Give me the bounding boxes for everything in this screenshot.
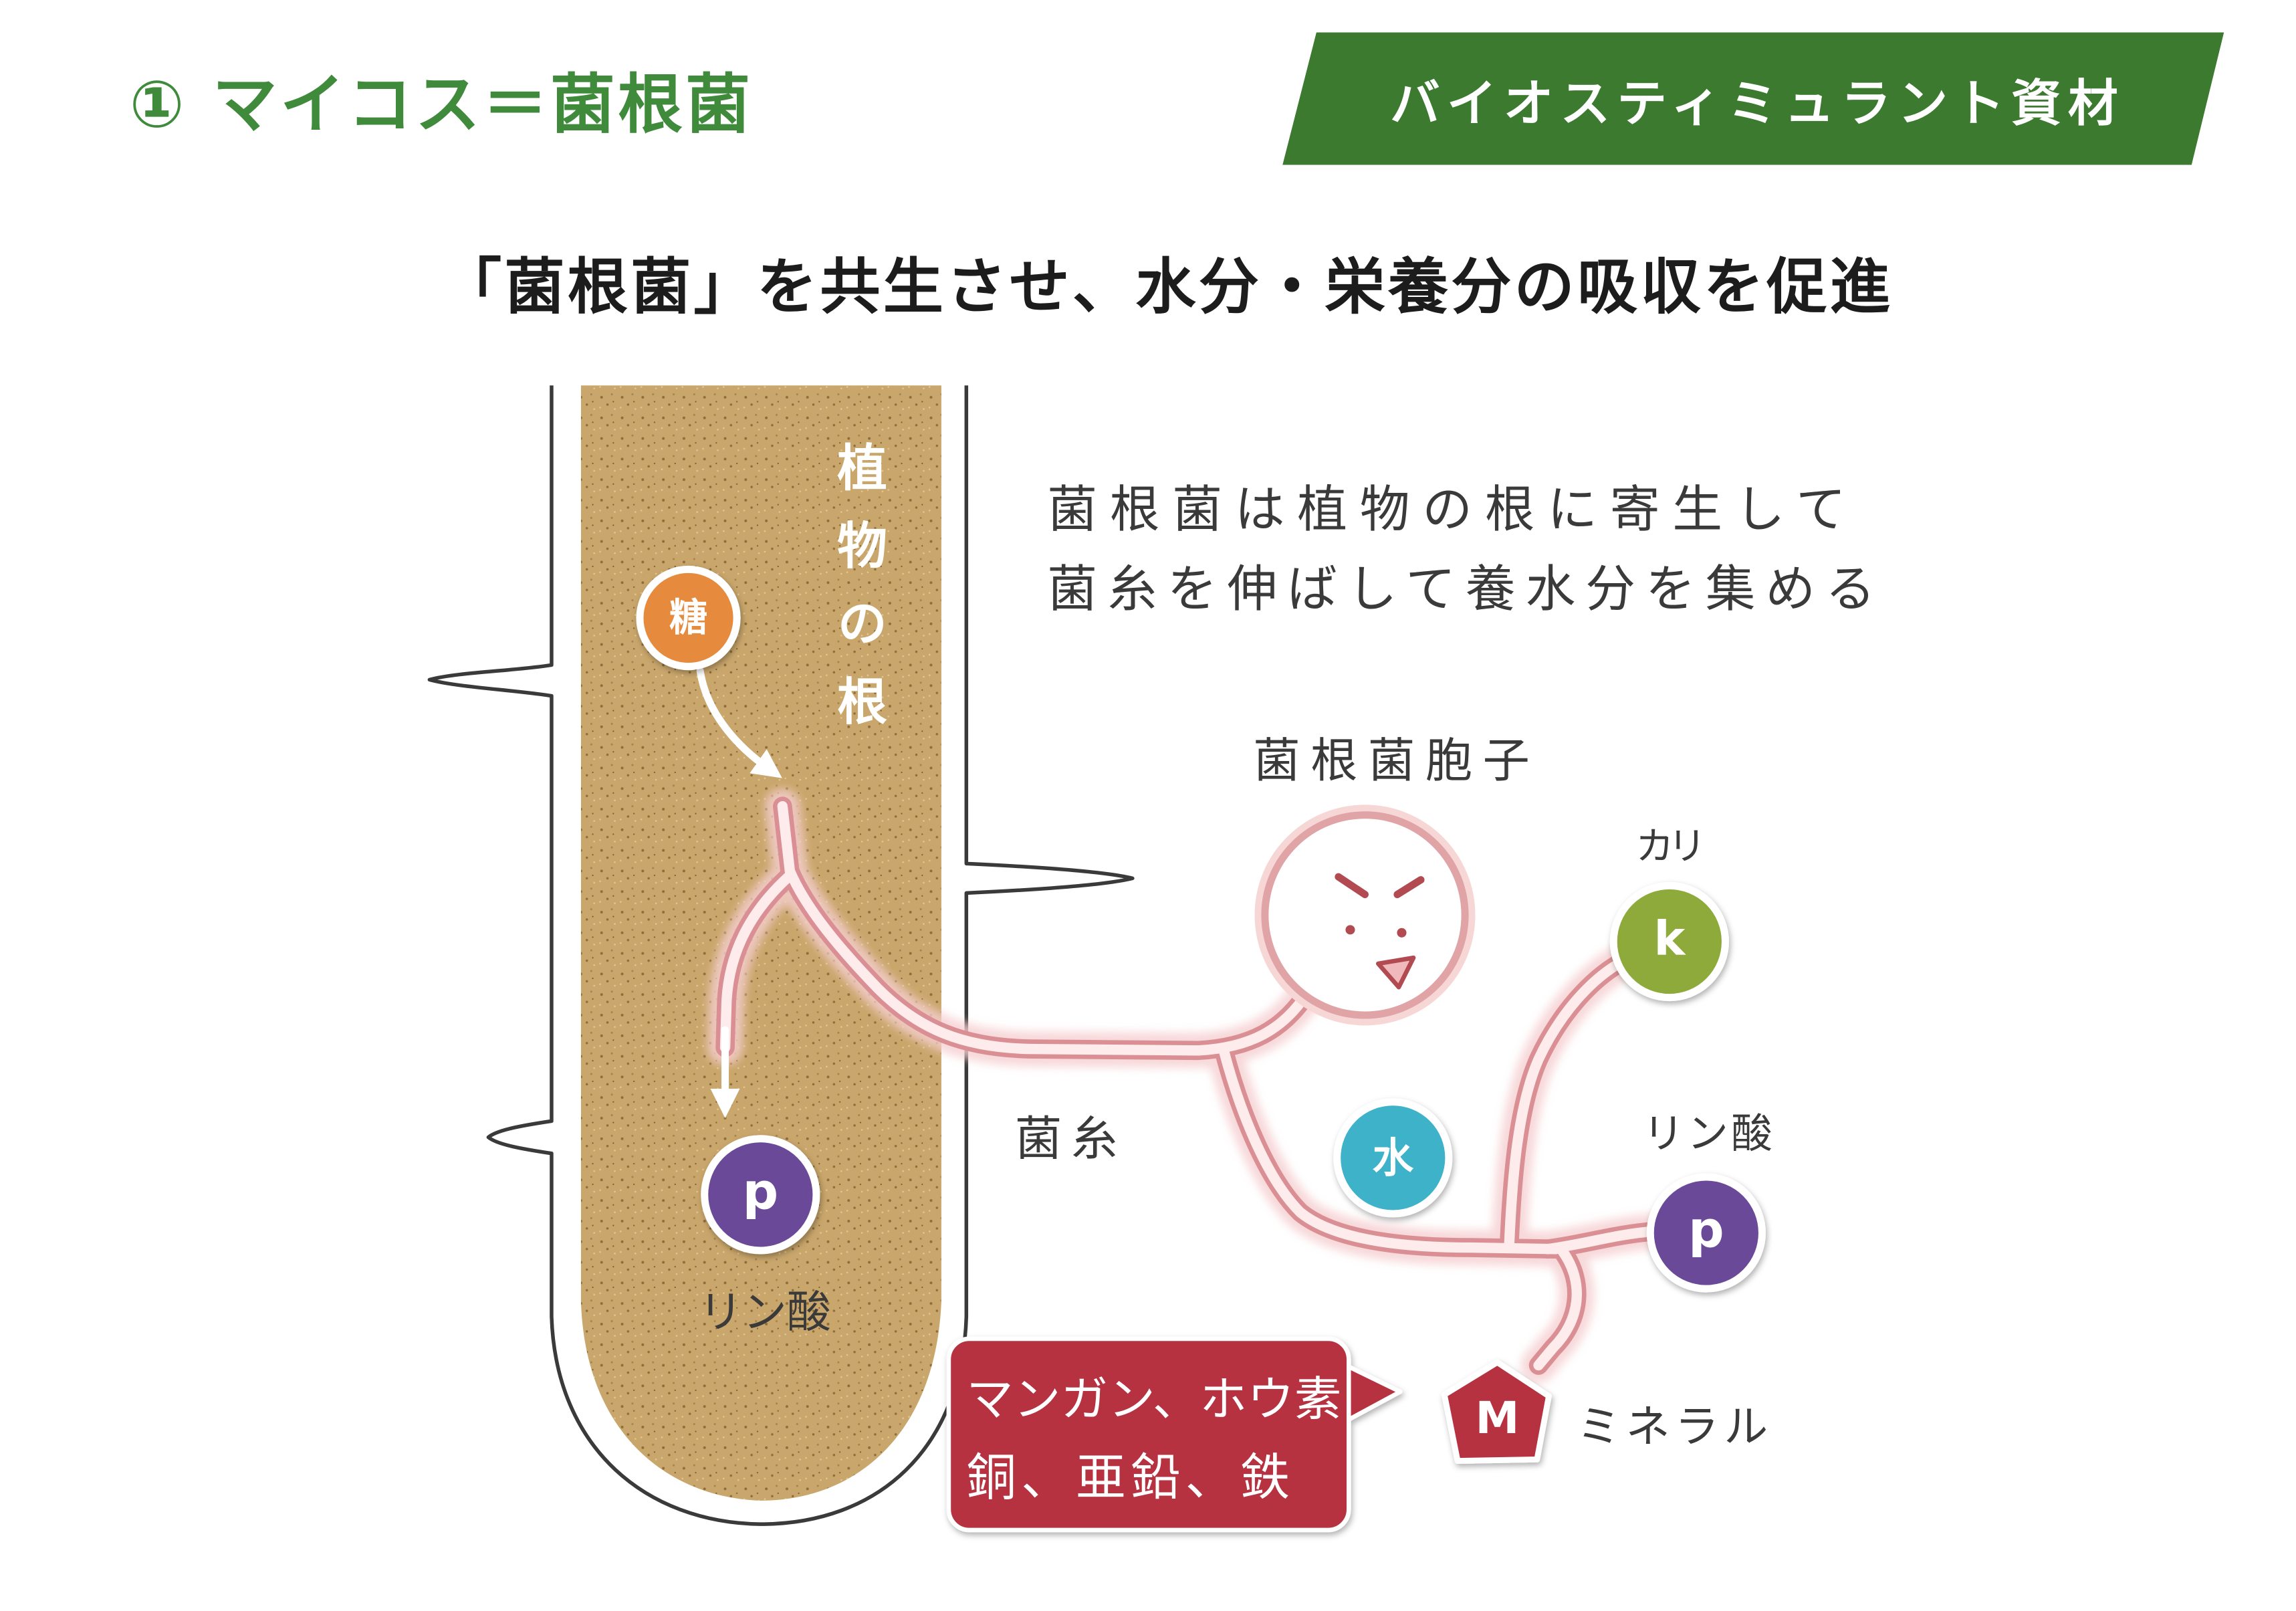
slide-subtitle: 「菌根菌」を共生させ、水分・栄養分の吸収を促進 — [441, 252, 1890, 322]
phosphate-node: p — [1646, 1173, 1766, 1293]
phosphate-glyph: p — [1688, 1201, 1724, 1259]
potassium-node: k — [1609, 881, 1729, 1002]
hypha-label: 菌糸 — [1015, 1111, 1118, 1166]
page-title: ① マイコス＝菌根菌 — [130, 66, 750, 142]
spore-right-brow — [1393, 876, 1425, 899]
potassium-glyph: k — [1653, 911, 1686, 966]
water-node: 水 — [1333, 1098, 1453, 1218]
sugar-circle — [636, 565, 741, 671]
root-phosphate-label: リン酸 — [699, 1286, 831, 1337]
water-glyph: 水 — [1372, 1134, 1413, 1182]
spore-body — [1261, 811, 1469, 1019]
root-phosphate-circle — [701, 1135, 820, 1255]
spore-face — [1335, 873, 1425, 899]
description-line-2: 菌糸を伸ばして養水分を集める — [1047, 560, 1875, 618]
spore-mouth — [1375, 955, 1416, 990]
sugar-glyph: 糖 — [669, 596, 707, 640]
mineral-glyph: M — [1476, 1392, 1520, 1444]
root-phosphate-glyph: p — [743, 1162, 779, 1220]
phosphate-circle — [1646, 1173, 1766, 1293]
mineral-bubble-tail — [1343, 1363, 1403, 1424]
potassium-circle — [1609, 881, 1729, 1002]
spore-left-eye — [1345, 925, 1355, 935]
potassium-label: カリ — [1635, 825, 1706, 869]
root-outline — [427, 385, 1135, 1526]
mineral-label: ミネラル — [1577, 1401, 1768, 1453]
mineral-bubble-line-1: マンガン、ホウ素 — [966, 1372, 1341, 1426]
mineral-bubble-body — [946, 1336, 1351, 1533]
mineral-node: M — [1441, 1359, 1552, 1464]
water-circle — [1333, 1098, 1453, 1218]
sugar-flow-arrow — [696, 667, 782, 778]
phosphate-label: リン酸 — [1643, 1109, 1772, 1158]
description-line-1: 菌根菌は植物の根に寄生して — [1047, 481, 1846, 539]
sugar-node: 糖 — [636, 565, 741, 671]
category-banner: バイオスティミュラント資材 — [1282, 32, 2224, 165]
root-label: 植物の根 — [828, 441, 887, 754]
spore — [1254, 804, 1476, 1026]
banner-background — [1282, 32, 2224, 165]
mineral-pentagon — [1441, 1359, 1552, 1464]
spore-label: 菌根菌胞子 — [1253, 734, 1530, 788]
root-phosphate-node: p — [701, 1135, 820, 1255]
spore-left-brow — [1335, 873, 1369, 899]
mineral-bubble — [946, 1336, 1403, 1533]
banner-label: バイオスティミュラント資材 — [1390, 74, 2118, 132]
spore-right-eye — [1397, 928, 1407, 938]
